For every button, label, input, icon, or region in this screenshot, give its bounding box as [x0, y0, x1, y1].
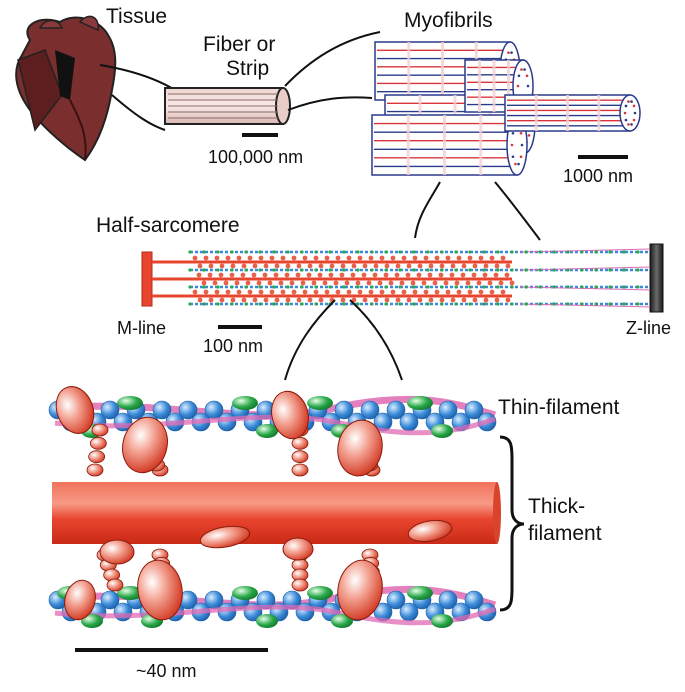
- myosin-head: [99, 539, 135, 565]
- fiber-strip: [164, 87, 291, 125]
- zoom-line-heart-fiber-lower: [111, 94, 166, 131]
- label-fiber-line2: Strip: [226, 57, 270, 80]
- zoom-line-sarcomere-filament-right: [349, 299, 403, 381]
- myofibril-cylinder: [371, 114, 528, 176]
- half-sarcomere: [141, 243, 664, 313]
- myosin-head: [337, 419, 383, 477]
- z-line-disc: [649, 243, 664, 313]
- myosin-head: [271, 390, 309, 440]
- label-half-sarcomere: Half-sarcomere: [96, 214, 240, 237]
- myosin-head: [282, 537, 314, 561]
- heart-tissue-icon: [15, 15, 117, 162]
- myosin-head: [64, 579, 96, 621]
- myofibril-cylinder: [504, 94, 641, 132]
- zoom-line-fiber-myofibril-lower: [287, 96, 373, 111]
- thick-filament-bracket: [499, 435, 525, 612]
- myofibril-bundle: [371, 41, 641, 176]
- myosin-head: [122, 416, 168, 474]
- scale-label-sarcomere: 100 nm: [203, 336, 264, 356]
- zoom-line-myofibril-sarcomere-left: [414, 181, 441, 239]
- zoom-line-heart-fiber-upper: [99, 64, 176, 91]
- zoom-line-fiber-myofibril-upper: [284, 31, 381, 87]
- myosin-head: [407, 519, 453, 543]
- zoom-line-myofibril-sarcomere-right: [494, 181, 541, 241]
- myosin-head: [55, 386, 95, 434]
- myosin-head: [137, 559, 183, 621]
- label-thick-line2: filament: [528, 522, 602, 545]
- scale-label-myofibril: 1000 nm: [563, 166, 634, 186]
- label-thick-line1: Thick-: [528, 495, 586, 518]
- scale-label-filament: ~40 nm: [136, 661, 197, 681]
- m-line-disc: [141, 251, 153, 307]
- filament-detail: [48, 386, 501, 628]
- label-myofibrils: Myofibrils: [404, 9, 493, 32]
- myosin-head: [337, 559, 383, 621]
- label-m-line: M-line: [117, 318, 167, 338]
- label-tissue: Tissue: [106, 5, 168, 28]
- label-z-line: Z-line: [626, 318, 672, 338]
- label-thin-filament: Thin-filament: [498, 396, 620, 419]
- myosin-head: [199, 525, 251, 549]
- label-fiber-line1: Fiber or: [203, 33, 276, 56]
- thin-filament-strand: [48, 585, 497, 628]
- scale-label-fiber: 100,000 nm: [208, 147, 304, 167]
- zoom-line-sarcomere-filament-left: [284, 299, 336, 381]
